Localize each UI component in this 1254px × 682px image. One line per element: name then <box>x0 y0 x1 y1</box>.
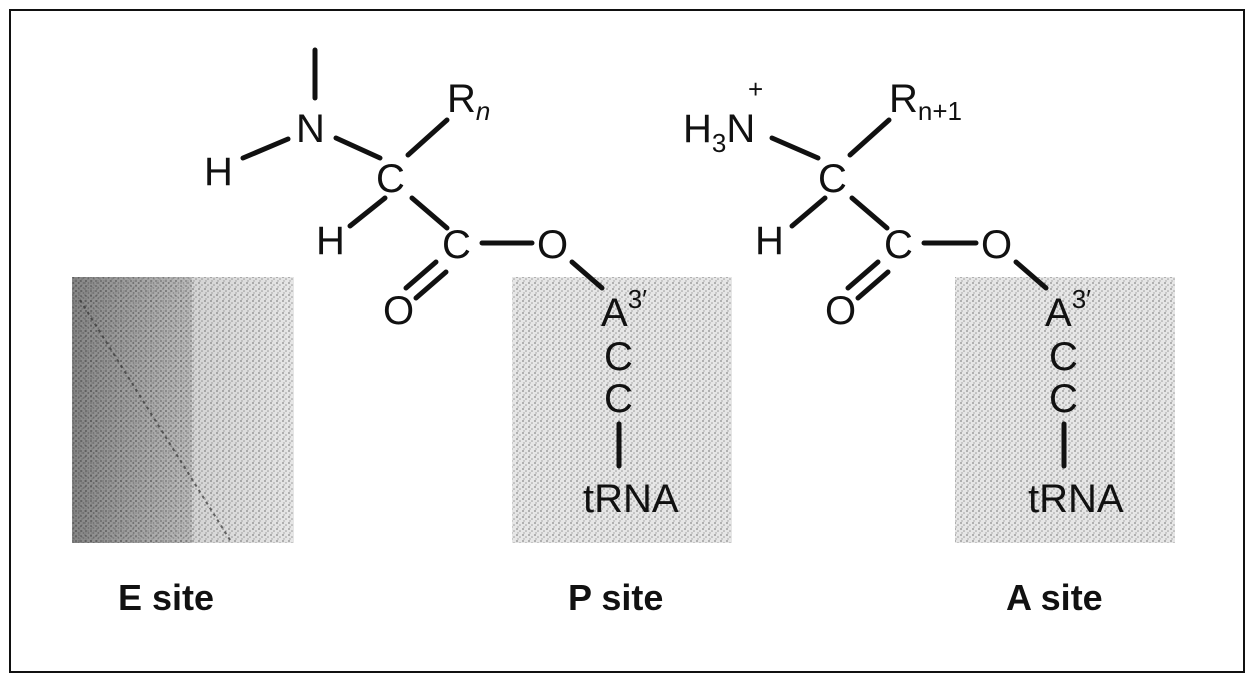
a-site-trna: A3′ C C tRNA <box>1028 284 1124 521</box>
bond-calpha-cco-a <box>849 195 890 231</box>
aminoacyl-amine-h-sub: 3 <box>712 128 726 158</box>
e-site-label: E site <box>118 577 214 618</box>
aminoacyl-amine: H3N <box>683 107 755 158</box>
peptidyl-carbonyl-oxygen: O <box>383 289 414 333</box>
aminoacyl-side-chain-sub: n+1 <box>918 96 962 126</box>
aminoacyl-side-chain: Rn+1 <box>889 77 962 126</box>
peptidyl-side-chain-sub: n <box>476 96 490 126</box>
peptidyl-side-chain: Rn <box>447 77 490 126</box>
bond-cco-o-double-2 <box>413 269 449 301</box>
p-trna-cytidine-1: C <box>604 335 633 379</box>
a-trna-a-prime: 3′ <box>1072 284 1091 314</box>
peptidyl-hydrogen-c: H <box>316 219 345 263</box>
bond-calpha-r-a <box>847 117 892 158</box>
p-trna-cytidine-2: C <box>604 377 633 421</box>
peptidyl-nitrogen: N <box>296 107 325 151</box>
bond-o-a <box>569 259 605 291</box>
a-trna-cytidine-2: C <box>1049 377 1078 421</box>
a-trna-label: tRNA <box>1028 477 1124 521</box>
aminoacyl-ester-oxygen: O <box>981 223 1012 267</box>
bond-cco-o-double-a2 <box>855 269 891 301</box>
p-trna-adenosine: A3′ <box>601 284 647 335</box>
a-trna-cytidine-1: C <box>1049 335 1078 379</box>
aminoacyl-chain: H3N + C H Rn+1 C O O <box>683 74 1049 333</box>
peptidyl-alpha-carbon: C <box>376 157 405 201</box>
peptidyl-chain: N H C H Rn C O O <box>204 47 605 333</box>
aminoacyl-carbonyl-carbon: C <box>884 223 913 267</box>
bond-o-a-a <box>1013 259 1049 291</box>
bond-cco-o-double-a1 <box>845 259 881 291</box>
bond-calpha-r <box>405 117 450 158</box>
bond-calpha-h-a <box>789 195 828 229</box>
bond-calpha-h <box>347 195 388 229</box>
bond-n-calpha-a <box>769 135 821 161</box>
a-site-label: A site <box>1006 577 1103 618</box>
peptidyl-carbonyl-carbon: C <box>442 223 471 267</box>
a-site-box <box>955 277 1175 543</box>
a-trna-adenosine: A3′ <box>1045 284 1091 335</box>
p-trna-a: A <box>601 291 628 335</box>
p-site-label: P site <box>568 577 663 618</box>
p-site-box <box>512 277 732 543</box>
aminoacyl-amine-charge: + <box>748 74 763 104</box>
p-trna-a-prime: 3′ <box>628 284 647 314</box>
figure-border <box>9 9 1245 673</box>
bond-cco-o-double-1 <box>403 259 439 291</box>
aminoacyl-amine-h: H <box>683 107 712 151</box>
bond-h-n <box>240 136 291 161</box>
aminoacyl-side-chain-r: R <box>889 77 918 121</box>
aminoacyl-hydrogen-c: H <box>755 219 784 263</box>
bond-n-calpha <box>333 135 383 161</box>
peptidyl-side-chain-r: R <box>447 77 476 121</box>
p-trna-label: tRNA <box>583 477 679 521</box>
peptidyl-ester-oxygen: O <box>537 223 568 267</box>
aminoacyl-amine-n: N <box>726 107 755 151</box>
aminoacyl-carbonyl-oxygen: O <box>825 289 856 333</box>
e-site-box <box>72 277 294 543</box>
peptidyl-hydrogen-n: H <box>204 150 233 194</box>
bond-calpha-cco <box>409 195 450 231</box>
aminoacyl-alpha-carbon: C <box>818 157 847 201</box>
p-site-trna: A3′ C C tRNA <box>583 284 679 521</box>
a-trna-a: A <box>1045 291 1072 335</box>
